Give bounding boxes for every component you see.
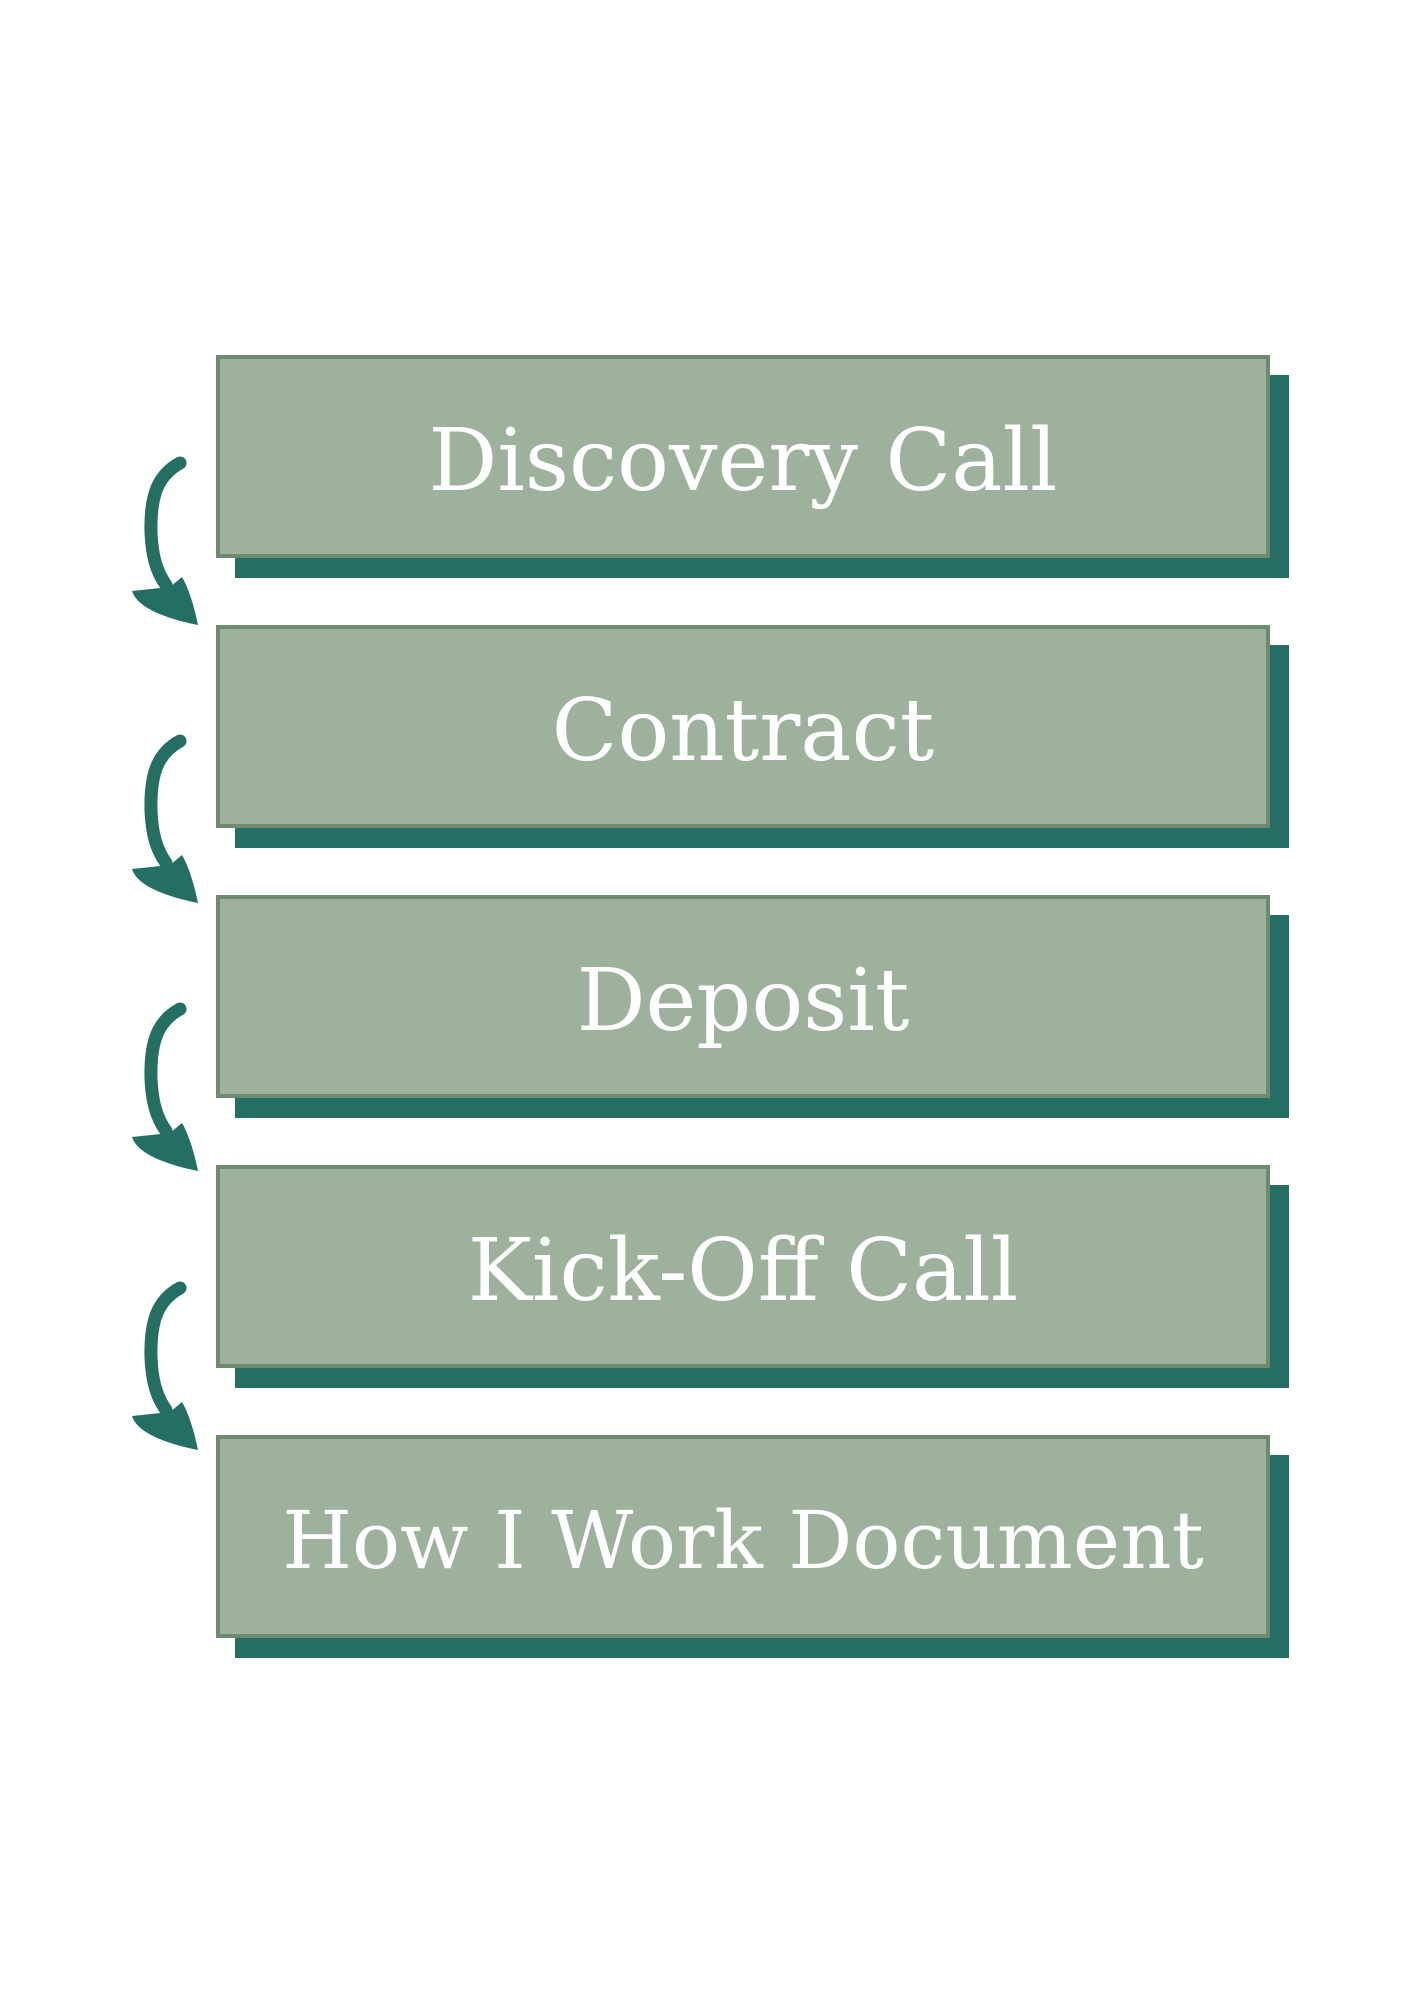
curved-arrow-icon-svg	[132, 1281, 198, 1450]
step-box: Deposit	[216, 895, 1270, 1098]
curved-arrow-icon-svg	[132, 734, 198, 903]
step-how-i-work-document: How I Work Document	[216, 1435, 1289, 1658]
step-label: Discovery Call	[428, 410, 1058, 511]
step-box: How I Work Document	[216, 1435, 1270, 1638]
step-label: How I Work Document	[282, 1493, 1204, 1587]
curved-arrow-icon	[130, 733, 204, 903]
curved-arrow-icon	[130, 1280, 204, 1450]
step-label: Contract	[551, 680, 935, 781]
curved-arrow-icon-svg	[132, 1002, 198, 1171]
step-label: Kick-Off Call	[467, 1220, 1019, 1321]
step-box: Discovery Call	[216, 355, 1270, 558]
curved-arrow-icon	[130, 455, 204, 625]
step-box: Kick-Off Call	[216, 1165, 1270, 1368]
step-box: Contract	[216, 625, 1270, 828]
step-deposit: Deposit	[216, 895, 1289, 1118]
step-kick-off-call: Kick-Off Call	[216, 1165, 1289, 1388]
step-discovery-call: Discovery Call	[216, 355, 1289, 578]
curved-arrow-icon	[130, 1001, 204, 1171]
step-contract: Contract	[216, 625, 1289, 848]
step-label: Deposit	[576, 950, 910, 1051]
curved-arrow-icon-svg	[132, 456, 198, 625]
